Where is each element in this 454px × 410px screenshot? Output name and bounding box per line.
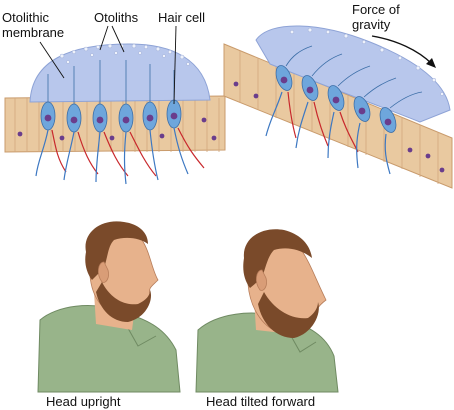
beard-tilted (258, 292, 319, 338)
label-otolithic-membrane-line1: Otolithic (2, 10, 49, 25)
head-tilted-figure (195, 229, 339, 393)
ear-tilted (256, 269, 267, 291)
ear-upright (98, 261, 109, 283)
leader-otolithic-membrane (39, 41, 65, 79)
caption-head-tilted-forward: Head tilted forward (206, 394, 316, 409)
nuclei-tilted (233, 76, 445, 173)
beard-upright (96, 282, 152, 322)
otolith-crystals-tilted (289, 27, 444, 96)
gravity-arrowhead (426, 58, 436, 68)
label-force-of-gravity-line2: gravity (352, 17, 391, 32)
nuclei-upright (17, 112, 217, 141)
caption-head-upright: Head upright (46, 394, 121, 409)
otolithic-membrane-upright (29, 43, 211, 103)
label-force-of-gravity-line1: Force of (352, 2, 400, 17)
gravity-arrow (371, 35, 433, 65)
leader-otoliths-2 (111, 25, 125, 53)
supporting-tissue-upright (4, 95, 226, 153)
label-otolithic-membrane-line2: membrane (2, 25, 65, 40)
macula-tilted (223, 25, 453, 189)
label-hair-cell: Hair cell (158, 10, 205, 25)
label-force-of-gravity: Force of gravity (352, 2, 400, 32)
otolith-crystals-upright (59, 43, 190, 66)
label-otolithic-membrane: Otolithic membrane (2, 10, 64, 40)
leader-otoliths-1 (99, 25, 109, 51)
macula-upright (4, 25, 226, 185)
label-otoliths: Otoliths (94, 10, 139, 25)
head-upright-figure (37, 221, 181, 393)
leader-hair-cell (173, 25, 177, 105)
